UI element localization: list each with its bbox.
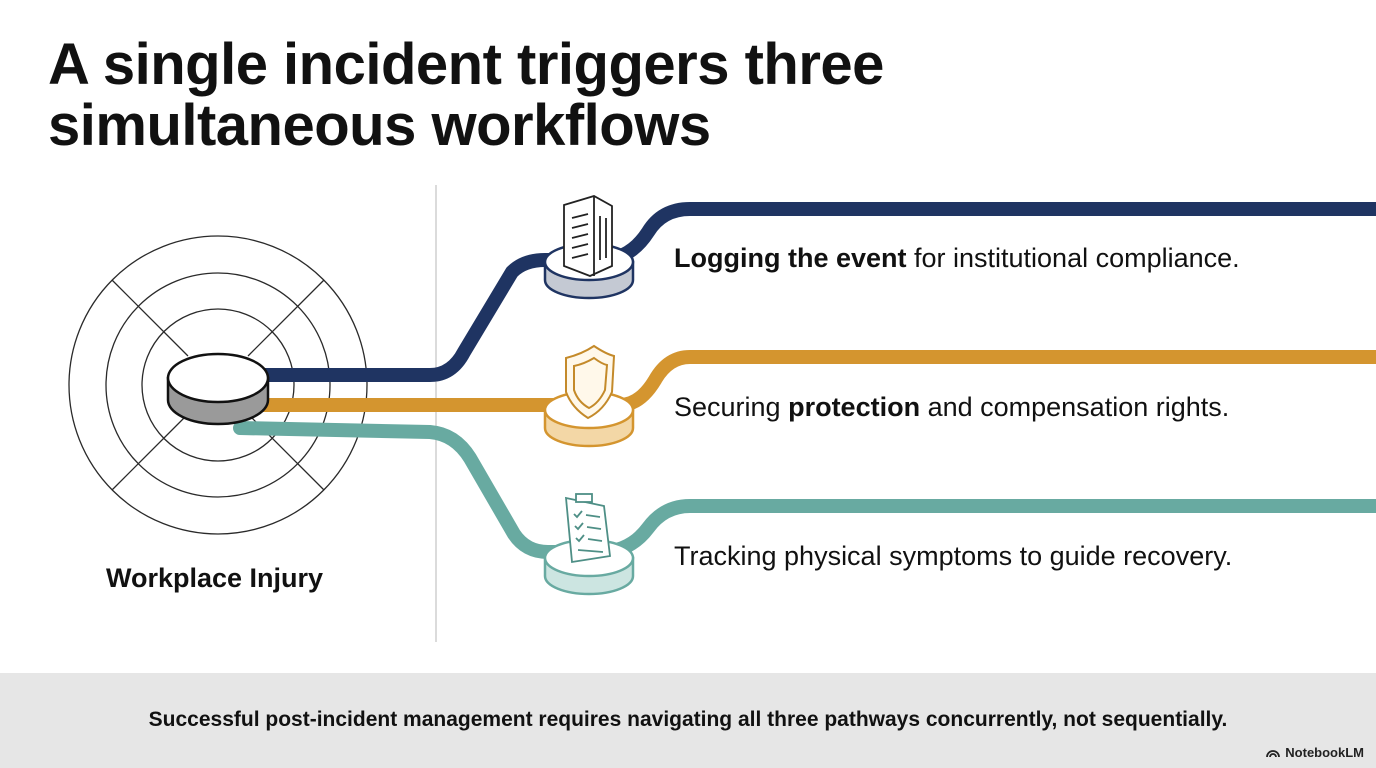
clipboard-icon (564, 493, 611, 564)
title-line-2: simultaneous workflows (48, 93, 711, 158)
footer-text: Successful post-incident management requ… (148, 708, 1228, 731)
title-line-1: A single incident triggers three (48, 32, 884, 97)
workflow-label-protection: Securing protection and compensation rig… (674, 392, 1229, 423)
source-label: Workplace Injury (106, 563, 324, 593)
node-compliance (543, 195, 635, 300)
target-icon (68, 235, 368, 535)
workflow-label-compliance: Logging the event for institutional comp… (674, 243, 1240, 274)
workflow-label-protection-rest: and compensation rights. (920, 392, 1230, 422)
workflow-label-compliance-bold: Logging the event (674, 243, 907, 273)
pathway-recovery (233, 421, 1376, 559)
workflow-label-recovery: Tracking physical symptoms to guide reco… (674, 541, 1233, 571)
shield-icon (565, 344, 616, 420)
page-title: A single incident triggers three simulta… (48, 34, 948, 156)
workflow-label-protection-before: Securing (674, 392, 789, 422)
workflow-label-compliance-rest: for institutional compliance. (906, 243, 1240, 273)
brand-badge: NotebookLM (1266, 745, 1364, 760)
footer-banner: Successful post-incident management requ… (0, 673, 1376, 768)
incident-disc (166, 352, 270, 426)
node-recovery (543, 493, 635, 596)
notebooklm-logo-icon (1266, 750, 1281, 758)
brand-name: NotebookLM (1285, 745, 1364, 760)
node-protection (543, 344, 635, 448)
building-icon (563, 195, 613, 277)
workflow-label-protection-bold: protection (788, 392, 921, 422)
